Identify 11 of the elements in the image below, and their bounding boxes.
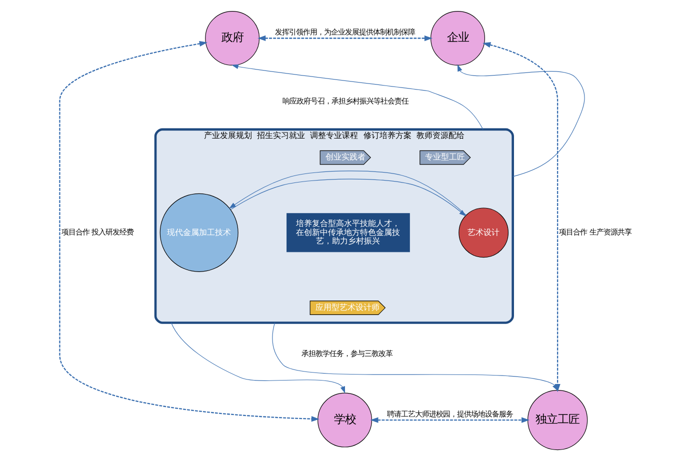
node-circle: 政府 [204, 10, 260, 65]
arrow [272, 322, 558, 391]
arrow [58, 40, 319, 422]
arrow [257, 34, 432, 41]
arrow [231, 64, 483, 130]
node-circle: 独立工匠 [527, 390, 588, 450]
node-circle: 学校 [317, 392, 372, 447]
node-circle: 企业 [430, 10, 485, 65]
arrow [170, 322, 345, 393]
arrow [456, 64, 584, 176]
arrow [370, 416, 530, 422]
